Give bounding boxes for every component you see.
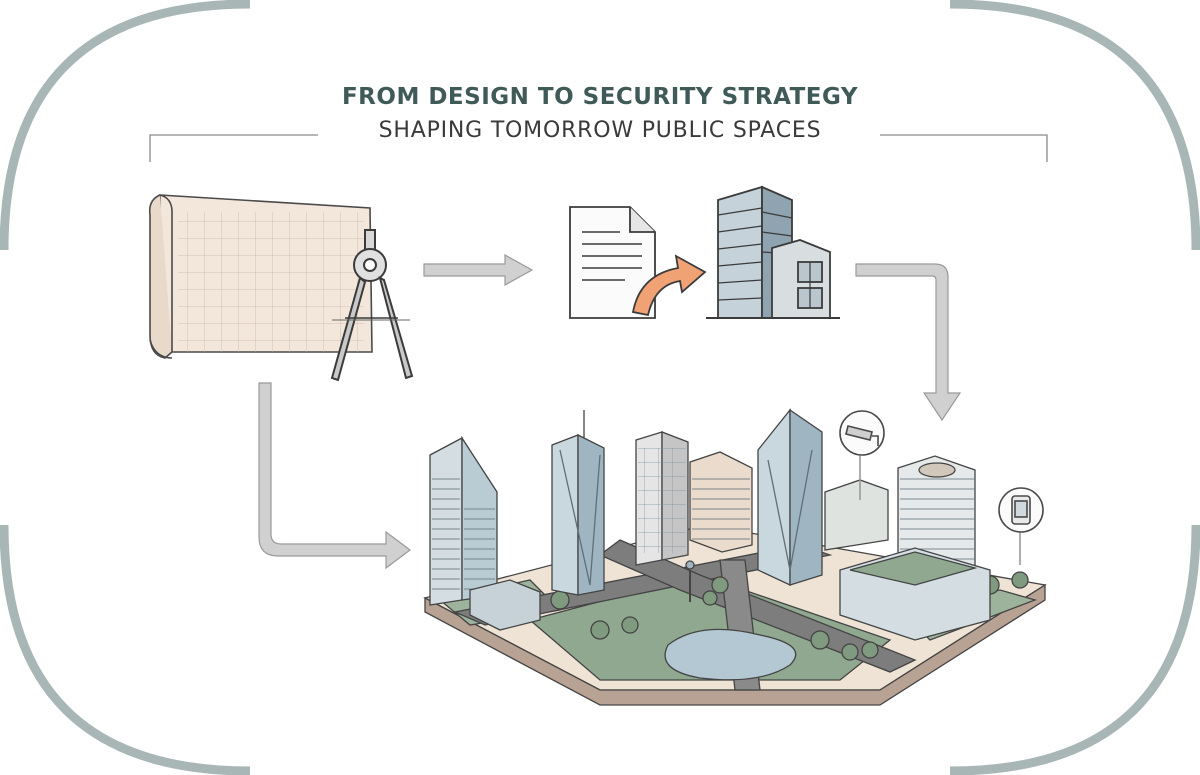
document-icon [569,206,656,319]
pond [664,628,797,681]
smartphone-icon [998,487,1044,565]
page-subtitle: SHAPING TOMORROW PUBLIC SPACES [378,118,822,143]
frame-top-left [0,0,251,251]
frame-bottom-right [949,524,1200,775]
arrow-blueprint-to-document [423,253,534,287]
cctv-camera-icon [839,410,885,500]
office-building-icon [706,185,840,319]
tower-sharp [757,408,791,587]
header-bracket [149,134,1048,162]
curved-arrow-icon [631,254,707,317]
blueprint-icon [148,194,373,359]
page-title: FROM DESIGN TO SECURITY STRATEGY [341,84,859,110]
frame-bottom-left [0,524,251,775]
frame-top-right [949,0,1200,251]
flow-arrows [258,253,962,570]
arrow-building-to-city [855,263,962,422]
isometric-city-illustration [423,408,1047,706]
drafting-compass-icon [330,229,414,382]
header: FROM DESIGN TO SECURITY STRATEGY SHAPING… [0,84,1200,143]
arrow-blueprint-to-city [258,382,411,570]
